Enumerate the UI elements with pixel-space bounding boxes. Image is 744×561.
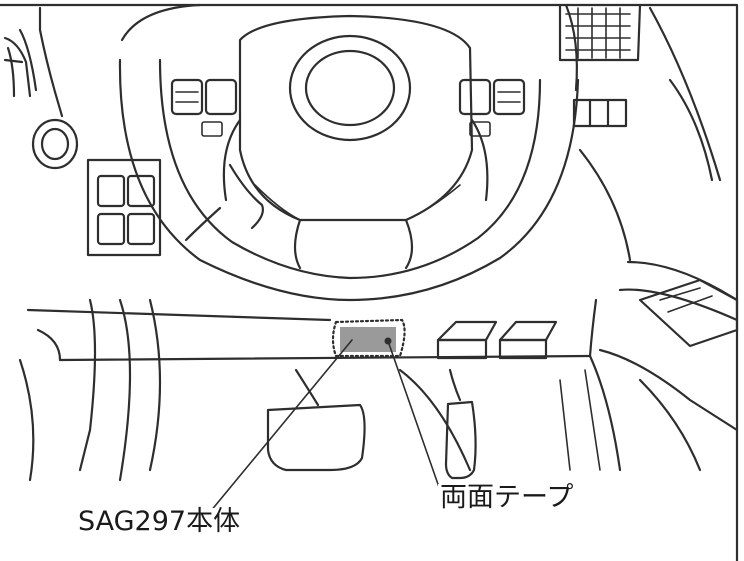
steering-wheel-icon [118,3,580,302]
sag297-unit-marker [331,318,406,358]
lower-dashboard [18,298,702,482]
tape-label: 両面テープ [438,482,576,513]
console-switches [436,320,558,360]
center-console [558,3,722,262]
pedal-icon [266,368,477,480]
switch-panel-icon [86,158,162,257]
unit-label: SAG297本体 [76,506,243,537]
right-door-panel [598,260,739,432]
left-vent [3,6,64,118]
frame-edge [0,3,739,561]
tape-leader-line [387,340,441,491]
unit-leader-line [209,339,353,513]
round-knob-icon [31,118,79,170]
